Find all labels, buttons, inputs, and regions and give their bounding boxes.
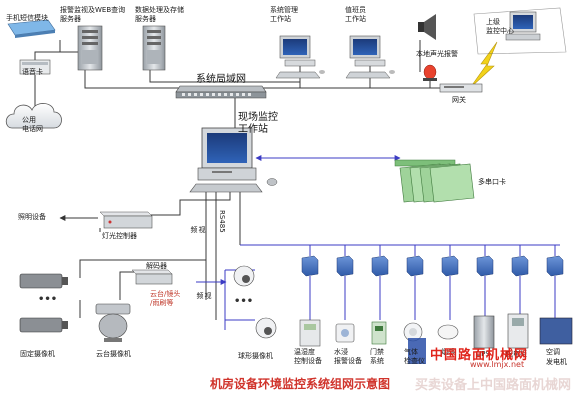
lighting-label: 照明设备 bbox=[18, 213, 46, 221]
aircon-label: 空调 bbox=[546, 348, 560, 356]
sms-module-label: 手机短信模块 bbox=[6, 14, 48, 22]
phone-network-cloud bbox=[5, 103, 62, 129]
rs485-label: RS485 bbox=[218, 210, 226, 233]
sys-workstation-icon bbox=[275, 35, 325, 79]
lightning-icon bbox=[469, 41, 498, 89]
data-server-icon bbox=[142, 25, 166, 71]
access-label: 门禁 系统 bbox=[370, 348, 384, 365]
io-module bbox=[336, 255, 354, 277]
site-workstation-label: 现场监控 工作站 bbox=[238, 112, 278, 135]
ups-icon bbox=[473, 315, 495, 349]
temp-humidity-label: 温湿度 控制设备 bbox=[294, 348, 322, 365]
diagram-title: 机房设备环境监控系统组网示意图 bbox=[209, 377, 390, 391]
upper-center-frame bbox=[473, 7, 567, 55]
ptz-camera-icon bbox=[95, 303, 131, 342]
alarm-server-icon bbox=[77, 25, 103, 71]
light-controller-icon bbox=[99, 211, 153, 229]
sys-workstation-label: 系统管理 工作站 bbox=[270, 6, 298, 23]
ellipsis-dots: ••• bbox=[234, 296, 254, 307]
fixed-camera-icon bbox=[19, 317, 68, 333]
fixed-camera-label: 固定摄像机 bbox=[20, 350, 55, 358]
duty-workstation-label: 值班员 工作站 bbox=[345, 6, 366, 23]
upper-center-label: 上级 监控中心 bbox=[486, 18, 514, 35]
smoke-detector-icon bbox=[437, 324, 459, 340]
ptz-camera-label: 云台摄像机 bbox=[96, 350, 131, 358]
data-server-label: 数据处理及存储 服务器 bbox=[135, 6, 184, 23]
multi-serial-label: 多串口卡 bbox=[478, 178, 506, 186]
dome-camera-icon bbox=[233, 265, 255, 287]
voice-card-icon bbox=[19, 59, 51, 75]
power-label: 配电柜 bbox=[506, 350, 527, 358]
fixed-camera-icon bbox=[19, 273, 68, 289]
voice-card-label: 语音卡 bbox=[22, 68, 43, 76]
gateway-icon bbox=[439, 83, 483, 93]
ups-label: UPS bbox=[476, 350, 490, 358]
gateway-label: 网关 bbox=[452, 96, 466, 104]
temp-humidity-device-icon bbox=[299, 319, 321, 347]
rs485-bus bbox=[224, 155, 560, 330]
generator-label: 发电机 bbox=[546, 358, 567, 366]
decoder-icon bbox=[131, 269, 173, 285]
multi-serial-card-icon bbox=[394, 159, 475, 203]
ellipsis-dots: ••• bbox=[38, 294, 58, 305]
sms-module-icon bbox=[7, 19, 56, 38]
duty-workstation-icon bbox=[345, 35, 395, 79]
light-controller-label: 灯光控制器 bbox=[102, 232, 137, 240]
io-module bbox=[476, 255, 494, 277]
upper-center-computer-icon bbox=[505, 11, 541, 41]
io-module bbox=[511, 255, 529, 277]
public-phone-label: 公用 电话网 bbox=[22, 116, 43, 133]
water-leak-label: 水浸 报警设备 bbox=[334, 348, 362, 365]
watermark-main: 中国路面机械网 bbox=[430, 348, 529, 363]
lan-label: 系统局域网 bbox=[196, 74, 246, 85]
site-workstation-icon bbox=[189, 127, 278, 193]
decoder-label: 解码器 bbox=[146, 262, 167, 270]
local-alarm-label: 本地声光报警 bbox=[416, 50, 458, 58]
io-module bbox=[371, 255, 389, 277]
video-label-2: 视 频 bbox=[196, 292, 212, 299]
watermark-logo-icon bbox=[408, 338, 426, 364]
dome-camera-icon bbox=[255, 317, 277, 339]
alarm-light-icon bbox=[423, 64, 437, 81]
watermark-sub: 买卖设备上中国路面机械网 bbox=[415, 378, 572, 393]
io-module bbox=[406, 255, 424, 277]
gas-label: 气体 检查仪 bbox=[404, 348, 425, 365]
speaker-icon bbox=[418, 14, 436, 40]
ptz-note-label: 云台/镜头 /雨刷等 bbox=[150, 290, 181, 307]
water-leak-device-icon bbox=[335, 323, 355, 343]
access-control-icon bbox=[371, 321, 387, 345]
io-module bbox=[441, 255, 459, 277]
alarm-server-label: 报警监视及WEB查询 服务器 bbox=[60, 6, 126, 23]
dome-camera-label: 球形摄像机 bbox=[238, 352, 273, 360]
generator-icon bbox=[539, 317, 573, 345]
io-modules bbox=[301, 255, 564, 277]
smoke-label: 烟感 bbox=[441, 348, 455, 356]
power-cabinet-icon bbox=[507, 313, 529, 349]
video-label-1: 视 频 bbox=[190, 226, 206, 233]
io-module bbox=[546, 255, 564, 277]
watermark-url: www.lmjx.net bbox=[470, 360, 525, 369]
io-module bbox=[301, 255, 319, 277]
lan-switch-icon bbox=[175, 85, 267, 99]
